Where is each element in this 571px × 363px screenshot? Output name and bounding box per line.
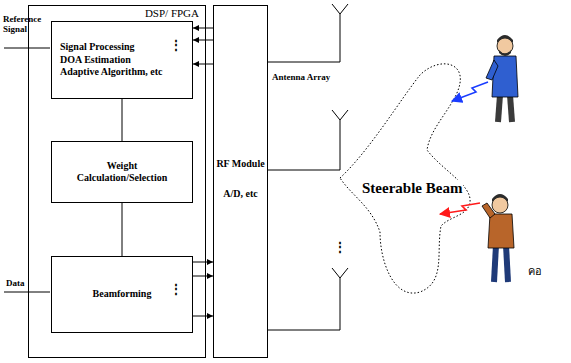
process-box: Signal ProcessingDOA EstimationAdaptive …	[51, 21, 193, 99]
box-label: DOA Estimation	[60, 54, 131, 67]
rf-module-box: RF ModuleA/D, etc	[213, 5, 268, 358]
radio-link	[440, 203, 480, 214]
data-wire	[4, 292, 50, 293]
text-fragment: คอ	[528, 262, 542, 280]
part-name: Antenna Array	[272, 72, 330, 82]
signal-connector	[122, 99, 123, 141]
signal-connector	[122, 203, 123, 256]
signal-name: Reference Signal	[3, 14, 55, 35]
processor-housing: DSP/ FPGA Signal ProcessingDOA Estimation…	[28, 5, 206, 358]
box-label: Weight Calculation/Selection	[67, 160, 177, 185]
ellipsis-dots: ⋮	[334, 240, 346, 255]
box-label: RF Module	[214, 158, 267, 169]
radio-link	[452, 82, 488, 101]
signal-connector	[193, 316, 213, 317]
antenna-feeds	[268, 14, 340, 330]
box-label: A/D, etc	[214, 188, 267, 199]
ellipsis-dots: ⋮	[170, 38, 182, 53]
ellipsis-dots: ⋮	[170, 282, 182, 297]
signal-connector	[193, 28, 213, 29]
signal-connector	[193, 276, 213, 277]
antenna-symbol	[332, 4, 348, 278]
beam-lobe	[340, 64, 470, 293]
user-figure	[482, 194, 514, 282]
box-label: Beamforming	[93, 288, 152, 301]
signal-connector	[193, 40, 213, 41]
signal-connector	[193, 64, 213, 65]
process-box: Weight Calculation/Selection	[51, 141, 193, 203]
housing-title: DSP/ FPGA	[145, 7, 199, 19]
signal-connector	[193, 262, 213, 263]
signal-name: Data	[6, 278, 25, 288]
beam-label: Steerable Beam	[361, 180, 463, 197]
reference-wire	[4, 48, 50, 49]
user-figure	[486, 35, 518, 122]
box-label: Signal Processing	[60, 41, 135, 54]
box-label: Adaptive Algorithm, etc	[60, 66, 163, 79]
